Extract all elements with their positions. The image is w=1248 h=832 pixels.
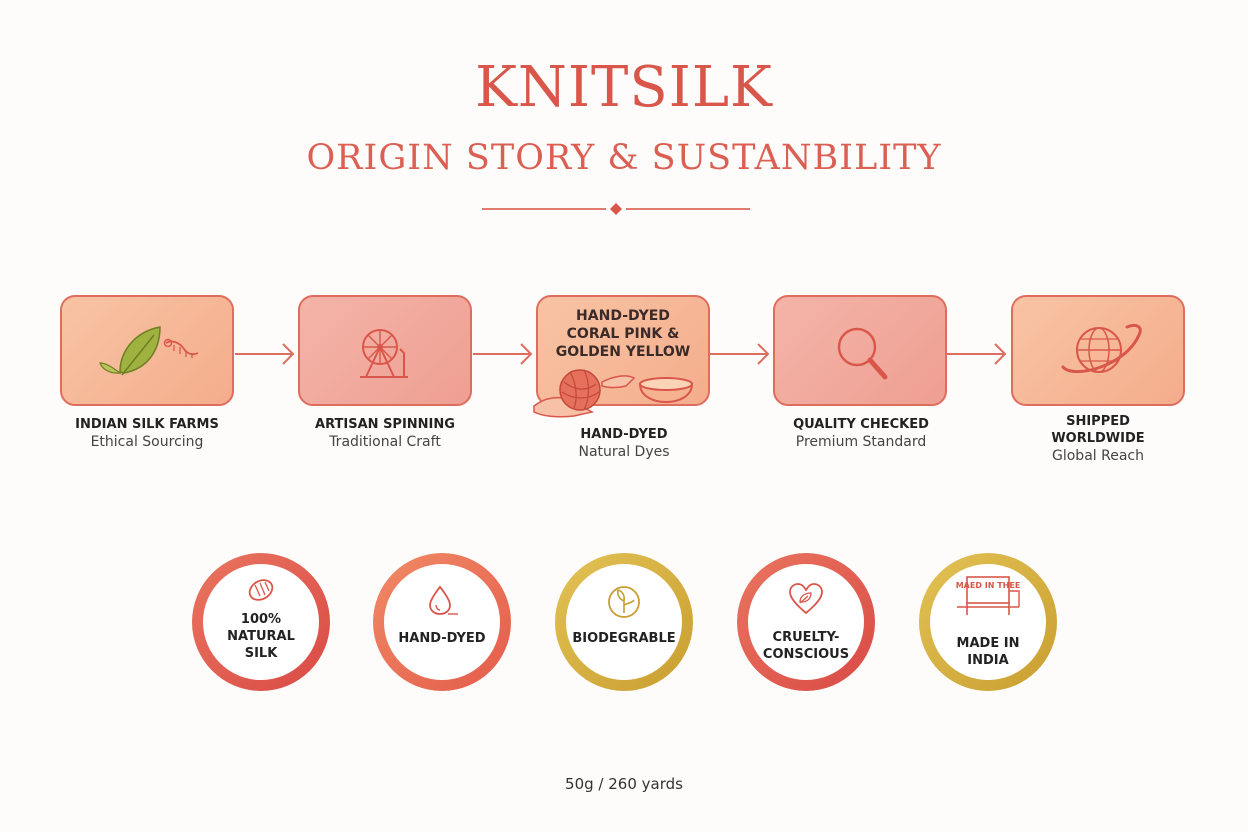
badge-label: BIODEGRABLE: [572, 631, 676, 646]
arrow-3: [710, 343, 770, 365]
product-weight-length: 50g / 260 yards: [565, 775, 683, 793]
badge-inner: [566, 564, 682, 680]
cocoon-icon: [248, 579, 274, 601]
step-caption-artisan-spinning: ARTISAN SPINNING Traditional Craft: [275, 416, 495, 452]
step-title: HAND-DYED: [580, 427, 668, 442]
badge-label: MADE IN INDIA: [956, 636, 1020, 668]
arrow-4: [947, 343, 1007, 365]
badge-inner: [930, 564, 1046, 680]
badge-made-in-india: MAED IN THEE MADE IN INDIA: [919, 553, 1057, 691]
brand-title: KNITSILK: [475, 55, 773, 120]
badge-label: 100% NATURAL SILK: [227, 612, 295, 661]
step-subtitle: Ethical Sourcing: [90, 434, 204, 450]
step-box-artisan-spinning: [298, 295, 472, 406]
step-caption-silk-farms: INDIAN SILK FARMS Ethical Sourcing: [37, 416, 257, 452]
step-title: QUALITY CHECKED: [793, 417, 929, 432]
step-title: SHIPPED WORLDWIDE: [1051, 414, 1145, 446]
step-box-quality-checked: [773, 295, 947, 406]
badge-biodegradable: BIODEGRABLE: [555, 553, 693, 691]
badge-inner: [384, 564, 500, 680]
step-subtitle: Premium Standard: [795, 434, 927, 450]
badge-label: CRUELTY- CONSCIOUS: [762, 630, 850, 662]
step-title: INDIAN SILK FARMS: [75, 417, 219, 432]
step-box-shipped-worldwide: [1011, 295, 1185, 406]
hand-dyed-box-text: HAND-DYED CORAL PINK & GOLDEN YELLOW: [555, 308, 691, 360]
step-title: ARTISAN SPINNING: [315, 417, 455, 432]
step-caption-shipped-worldwide: SHIPPED WORLDWIDE Global Reach: [988, 413, 1208, 466]
badge-inner: [748, 564, 864, 680]
globe-icon: [1061, 323, 1142, 374]
arrow-1: [235, 343, 295, 365]
step-box-silk-farms: [60, 295, 234, 406]
arrow-2: [473, 343, 533, 365]
step-caption-quality-checked: QUALITY CHECKED Premium Standard: [751, 416, 971, 452]
leaf-silkworm-icon: [99, 326, 199, 376]
badge-hand-dyed: HAND-DYED: [373, 553, 511, 691]
badge-natural-silk: 100% NATURAL SILK: [192, 553, 330, 691]
step-subtitle: Global Reach: [1052, 448, 1144, 464]
badge-cruelty-conscious: CRUELTY- CONSCIOUS: [737, 553, 875, 691]
step-caption-hand-dyed: HAND-DYED Natural Dyes: [514, 426, 734, 462]
magnifier-icon: [837, 327, 888, 380]
page-subtitle: ORIGIN STORY & SUSTANBILITY: [306, 138, 942, 178]
title-divider: [482, 203, 750, 215]
step-subtitle: Natural Dyes: [578, 444, 670, 460]
heart-leaf-icon: [789, 583, 823, 615]
sprout-icon: [608, 586, 640, 618]
yarn-dye-bowl-icon: [533, 369, 694, 418]
loom-icon: MAED IN THEE: [956, 576, 1021, 615]
step-subtitle: Traditional Craft: [329, 434, 441, 450]
loom-text: MAED IN THEE: [956, 581, 1021, 590]
badge-inner: [203, 564, 319, 680]
droplet-icon: [429, 585, 458, 615]
spinning-wheel-icon: [360, 329, 408, 378]
badge-label: HAND-DYED: [398, 631, 486, 646]
